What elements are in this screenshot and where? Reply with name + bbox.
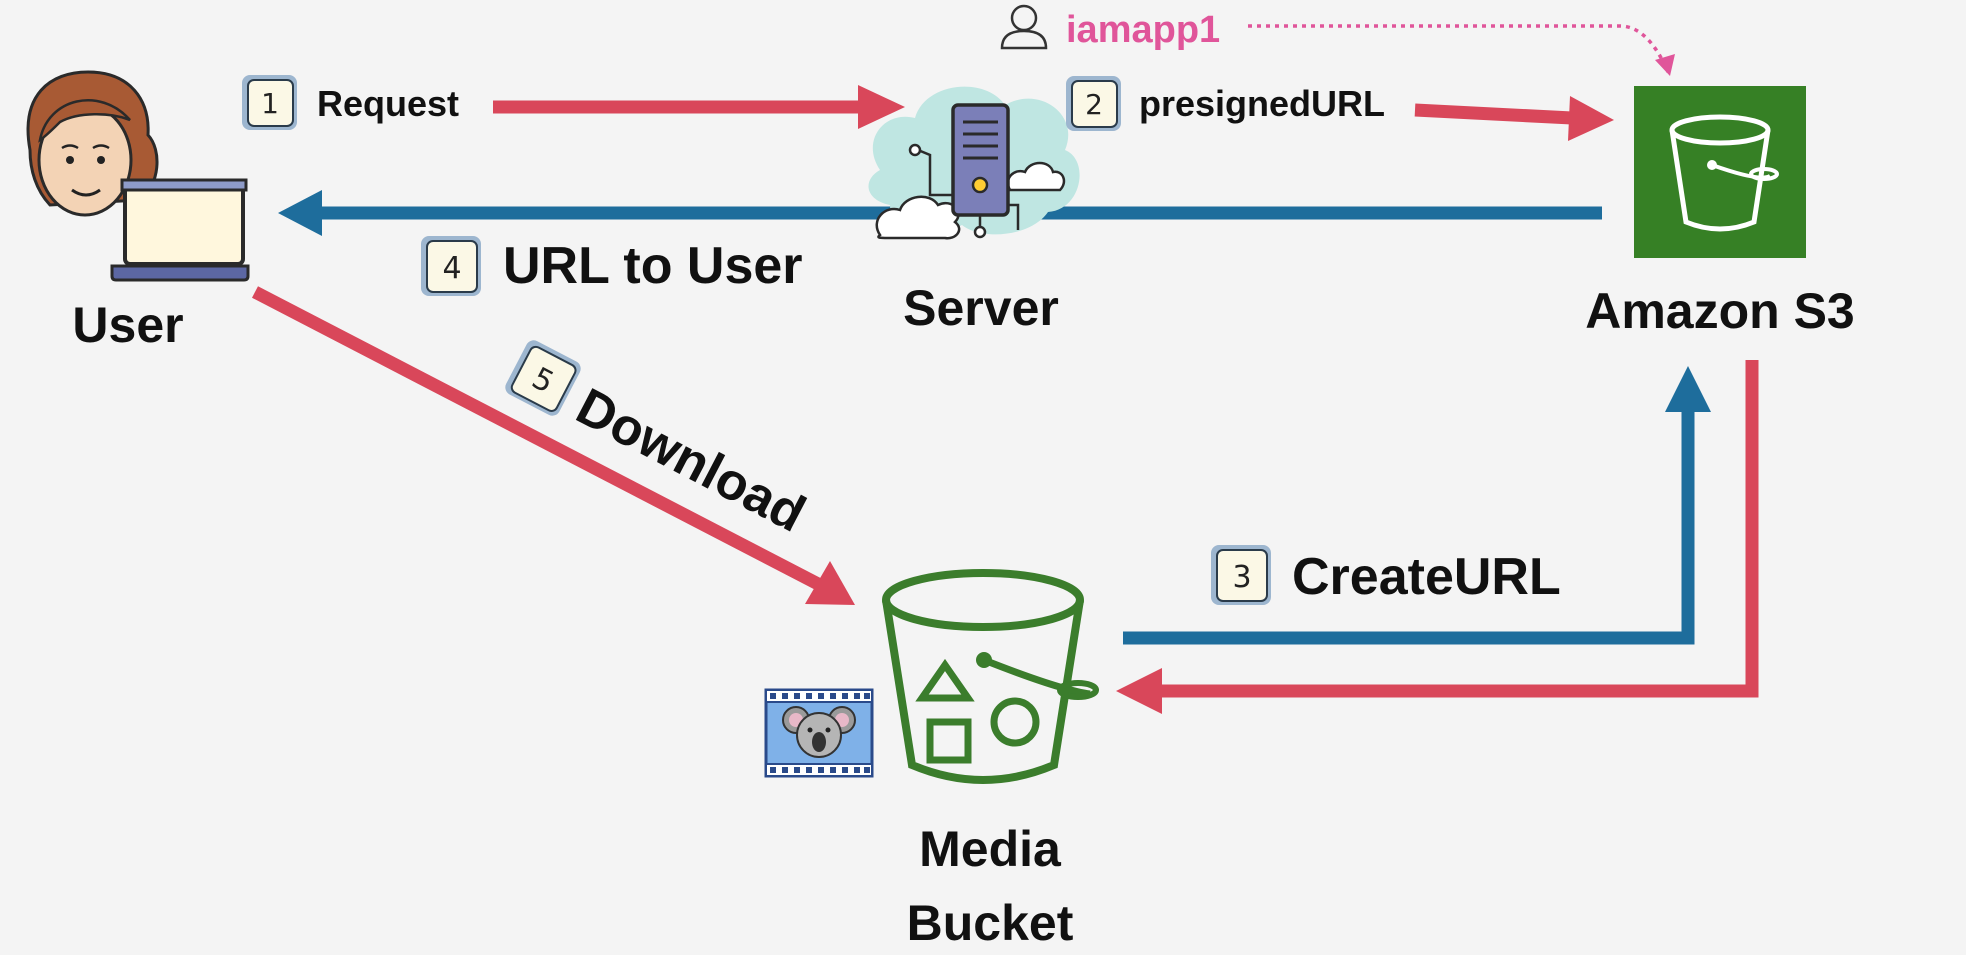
user-label: User	[72, 297, 183, 353]
step-5-badge: 5	[505, 340, 581, 416]
media-label-line2: Bucket	[907, 895, 1074, 951]
person-outline-icon	[1000, 4, 1048, 50]
server-cloud-icon	[868, 86, 1080, 240]
arrow-s3-to-media	[1116, 360, 1759, 714]
s3-label: Amazon S3	[1585, 283, 1855, 339]
step-4-label: URL to User	[503, 237, 803, 295]
server-label: Server	[903, 280, 1059, 336]
step-3-number: 3	[1232, 560, 1251, 595]
step-1-label: Request	[317, 83, 459, 124]
iam-user-label: iamapp1	[1066, 9, 1220, 51]
step-4-number: 4	[442, 251, 461, 286]
arrow-iam-dotted	[1248, 24, 1675, 76]
step-2-number: 2	[1085, 88, 1103, 121]
step-2-label: presignedURL	[1139, 83, 1385, 124]
step-1-badge: 1	[242, 75, 297, 130]
koala-film-strip-icon	[764, 688, 874, 778]
arrow-download	[252, 286, 855, 605]
arrow-create-url	[1123, 366, 1711, 645]
step-4-badge: 4	[421, 236, 481, 296]
arrow-presigned-url	[1414, 96, 1614, 141]
step-3-badge: 3	[1211, 545, 1271, 605]
step-2-badge: 2	[1066, 76, 1121, 131]
woman-with-laptop-icon	[26, 70, 250, 282]
arrow-request	[493, 85, 905, 129]
media-bucket-icon	[882, 569, 1099, 784]
media-label-line1: Media	[919, 821, 1062, 877]
step-1-number: 1	[261, 87, 279, 120]
step-3-label: CreateURL	[1292, 548, 1561, 606]
s3-bucket-icon	[1634, 86, 1806, 258]
